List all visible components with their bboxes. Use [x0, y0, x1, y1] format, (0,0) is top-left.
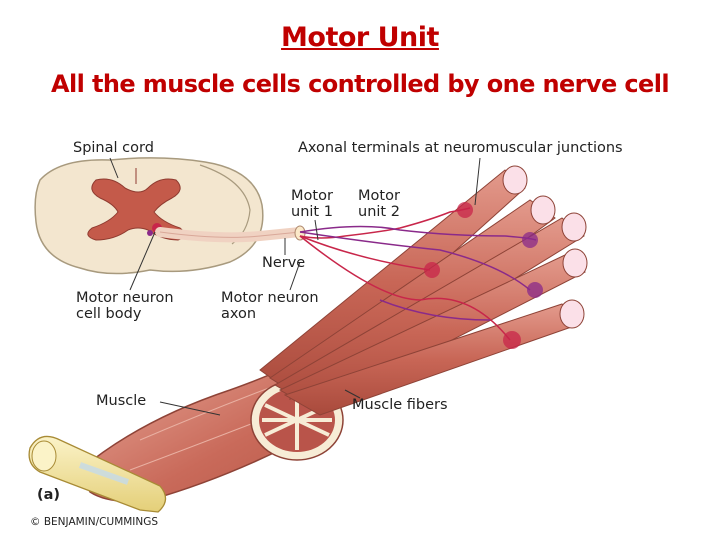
tendon — [28, 435, 167, 513]
page-subtitle: All the muscle cells controlled by one n… — [51, 70, 670, 98]
credit-text: © BENJAMIN/CUMMINGS — [30, 516, 159, 528]
nmj-2 — [522, 232, 538, 248]
label-motor-unit-2-line2: unit 2 — [358, 204, 400, 220]
label-axonal-terminals: Axonal terminals at neuromuscular juncti… — [298, 140, 623, 156]
label-motor-unit-1-line2: unit 1 — [291, 204, 333, 220]
label-spinal-cord: Spinal cord — [73, 140, 154, 156]
label-motor-unit-1-line1: Motor — [291, 188, 333, 204]
label-muscle-fibers: Muscle fibers — [352, 397, 448, 413]
nmj-3 — [424, 262, 440, 278]
label-motor-unit-2-line1: Motor — [358, 188, 400, 204]
nmj-5 — [503, 331, 521, 349]
label-panel: (a) — [37, 487, 61, 503]
nmj-4 — [527, 282, 543, 298]
label-axon-line2: axon — [221, 306, 257, 322]
label-axon-line1: Motor neuron — [221, 290, 319, 306]
motor-unit-axons — [299, 202, 543, 349]
spinal-cord-section — [34, 157, 264, 275]
label-muscle: Muscle — [96, 393, 147, 409]
label-cell-body-line2: cell body — [76, 306, 142, 322]
leader-lines — [109, 157, 481, 416]
nmj-1 — [457, 202, 473, 218]
page-title: Motor Unit — [281, 22, 439, 53]
label-cell-body-line1: Motor neuron — [76, 290, 174, 306]
label-nerve: Nerve — [262, 255, 306, 271]
